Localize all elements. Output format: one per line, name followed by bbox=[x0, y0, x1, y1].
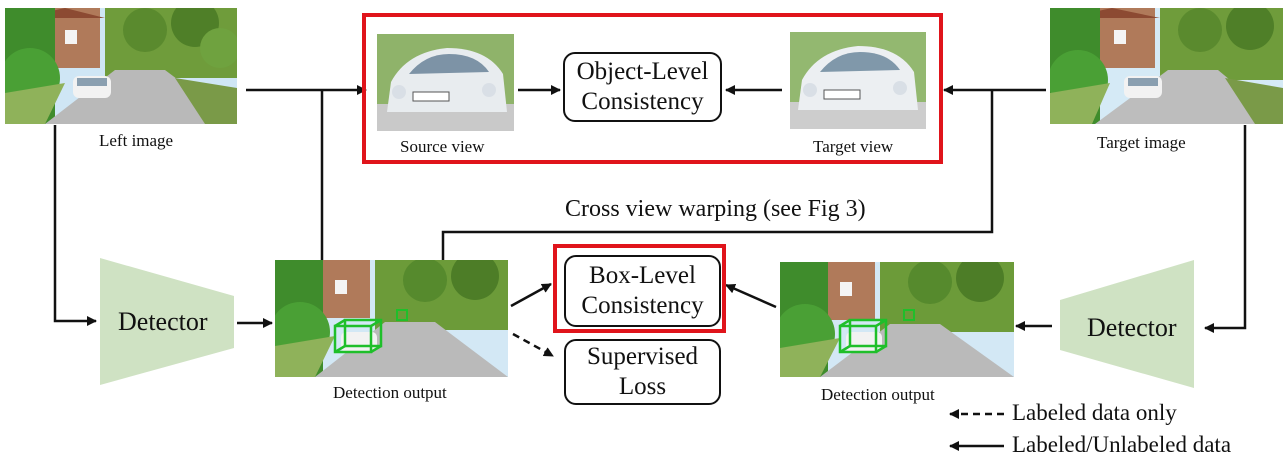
output-to-supervised-arrow bbox=[512, 332, 554, 358]
right-output-to-boxlevel-arrow bbox=[725, 283, 777, 309]
object-level-line2: Consistency bbox=[581, 88, 704, 115]
target-view-caption: Target view bbox=[813, 137, 894, 156]
supervised-line2: Loss bbox=[618, 373, 667, 400]
left-image-caption: Left image bbox=[99, 131, 174, 150]
object-level-consistency-box: Object-Level Consistency bbox=[563, 52, 722, 122]
target-image-to-detector-arrow bbox=[1204, 125, 1247, 333]
right-detection-output-caption: Detection output bbox=[821, 385, 935, 404]
target-image bbox=[1050, 8, 1283, 124]
left-image-to-detector-arrow bbox=[53, 125, 97, 326]
left-detection-output-image bbox=[275, 260, 508, 377]
source-view-caption: Source view bbox=[400, 137, 485, 156]
box-level-line2: Consistency bbox=[581, 292, 704, 319]
left-image bbox=[5, 8, 237, 124]
right-detector-label: Detector bbox=[1087, 313, 1177, 342]
legend-dashed-label: Labeled data only bbox=[1012, 400, 1177, 425]
left-detector-shape bbox=[100, 258, 234, 385]
object-level-highlight bbox=[362, 13, 943, 164]
source-view-image bbox=[377, 34, 514, 131]
right-detector-shape bbox=[1060, 260, 1194, 388]
target-image-caption: Target image bbox=[1097, 133, 1186, 152]
target-view-image bbox=[790, 32, 926, 129]
cross-view-warping-line bbox=[441, 90, 994, 260]
box-level-highlight bbox=[553, 244, 726, 333]
box-level-line1: Box-Level bbox=[589, 262, 696, 289]
cross-view-warping-label: Cross view warping (see Fig 3) bbox=[565, 196, 866, 222]
supervised-line1: Supervised bbox=[586, 343, 699, 370]
supervised-loss-box: Supervised Loss bbox=[564, 339, 721, 405]
box-level-consistency-box: Box-Level Consistency bbox=[564, 255, 721, 327]
left-detector-label: Detector bbox=[118, 307, 208, 336]
object-level-line1: Object-Level bbox=[576, 58, 709, 85]
left-detection-output-caption: Detection output bbox=[333, 383, 447, 402]
right-3d-detection-box bbox=[838, 318, 888, 354]
left-3d-detection-box bbox=[333, 318, 383, 354]
output-to-boxlevel-arrow bbox=[510, 282, 552, 308]
legend-solid-label: Labeled/Unlabeled data bbox=[1012, 432, 1232, 457]
right-detection-output-image bbox=[780, 262, 1014, 377]
